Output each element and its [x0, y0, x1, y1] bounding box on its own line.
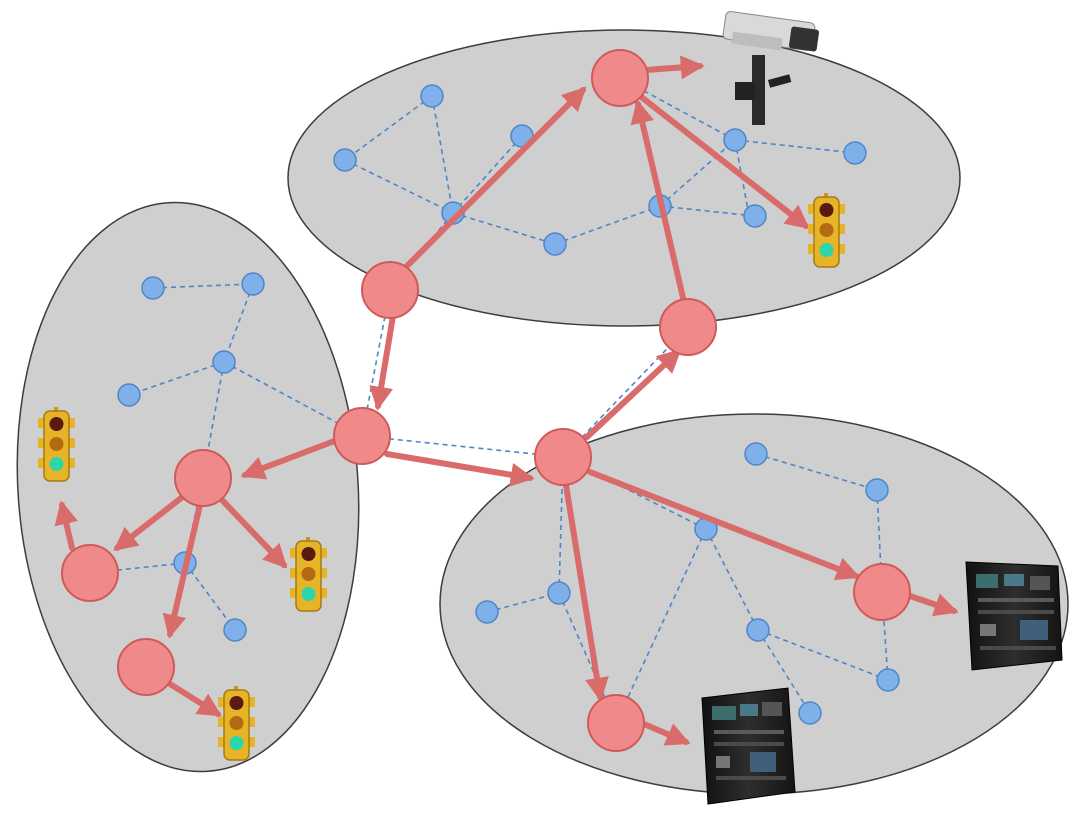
server-rack-icon — [701, 687, 796, 805]
gateway-node — [591, 49, 649, 107]
traffic-light-icon — [808, 193, 845, 268]
mesh-node — [876, 668, 900, 692]
top-cluster — [287, 29, 961, 327]
mesh-node — [743, 204, 767, 228]
gateway-node — [61, 544, 119, 602]
gateway-node — [361, 261, 419, 319]
mesh-node — [865, 478, 889, 502]
mesh-node — [543, 232, 567, 256]
traffic-light-icon — [38, 407, 75, 482]
gateway-node — [534, 428, 592, 486]
traffic-light-icon — [290, 537, 327, 612]
gateway-node — [853, 563, 911, 621]
gateway-node — [174, 449, 232, 507]
gateway-node — [333, 407, 391, 465]
mesh-node — [212, 350, 236, 374]
mesh-nodes — [117, 84, 900, 725]
gateway-node — [117, 638, 175, 696]
server-rack-icon — [965, 561, 1063, 671]
security-camera-icon — [722, 11, 820, 125]
mesh-node — [746, 618, 770, 642]
flow-arrows — [54, 55, 959, 746]
gateway-nodes — [61, 49, 911, 752]
gateway-node — [659, 298, 717, 356]
mesh-node — [117, 383, 141, 407]
mesh-node — [141, 276, 165, 300]
mesh-node — [420, 84, 444, 108]
mesh-node — [241, 272, 265, 296]
mesh-node — [723, 128, 747, 152]
mesh-node — [475, 600, 499, 624]
mesh-node — [744, 442, 768, 466]
traffic-light-icon — [218, 686, 255, 761]
mesh-node — [798, 701, 822, 725]
gateway-node — [587, 694, 645, 752]
mesh-node — [843, 141, 867, 165]
mesh-node — [547, 581, 571, 605]
mesh-node — [223, 618, 247, 642]
mesh-node — [333, 148, 357, 172]
